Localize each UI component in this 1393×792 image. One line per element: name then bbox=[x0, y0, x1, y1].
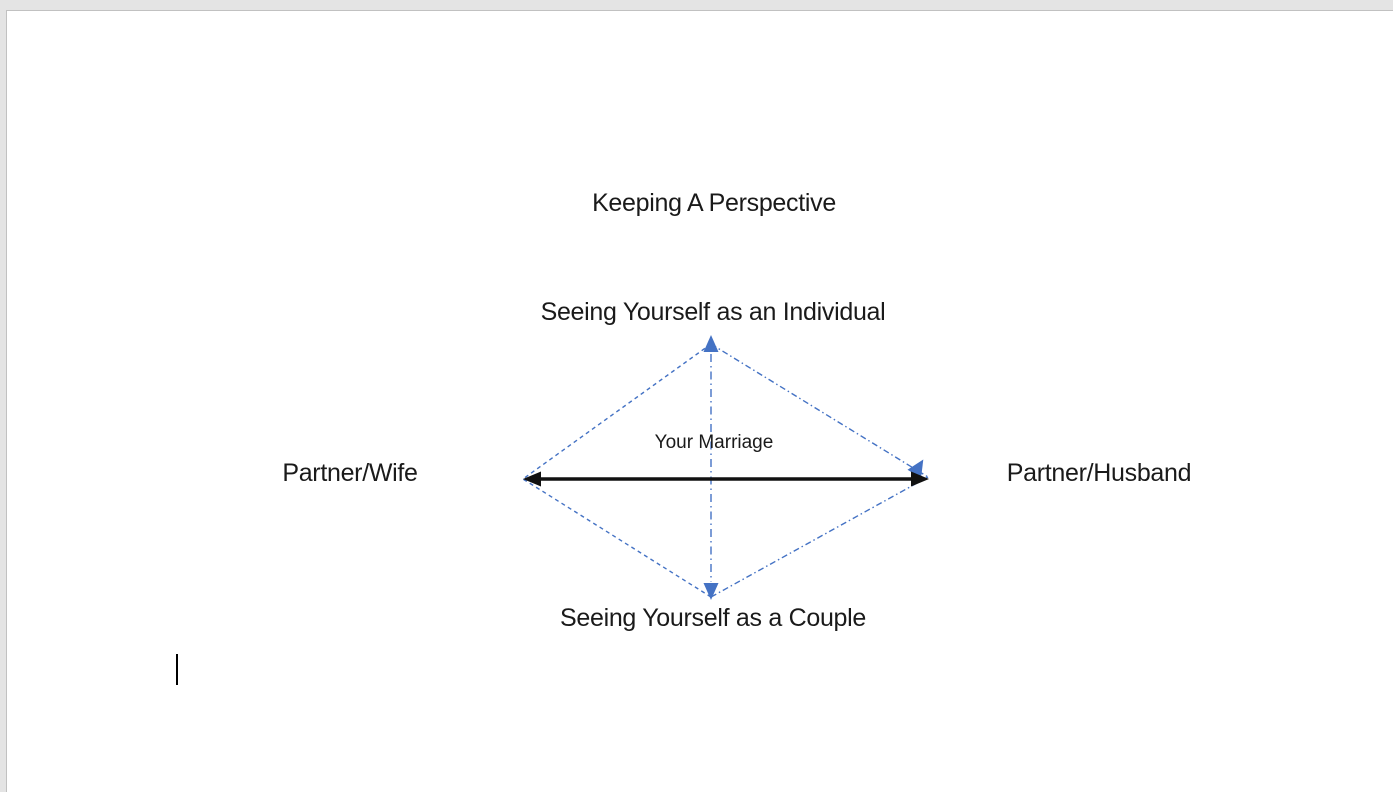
partner-wife-label: Partner/Wife bbox=[282, 459, 418, 487]
down-arrowhead-icon bbox=[703, 583, 719, 600]
couple-label: Seeing Yourself as a Couple bbox=[559, 604, 867, 632]
your-marriage-label: Your Marriage bbox=[654, 432, 774, 453]
document-page[interactable]: Keeping A Perspective Seeing Yourself as… bbox=[6, 10, 1393, 792]
diamond-edge-bottom-right-line bbox=[710, 476, 929, 598]
diamond-edge-top-left-line bbox=[522, 343, 712, 480]
left-arrowhead-icon bbox=[523, 471, 541, 487]
diamond-edge-top-right-line bbox=[710, 343, 929, 478]
text-insertion-cursor bbox=[176, 654, 178, 685]
perspective-diagram[interactable] bbox=[7, 11, 1393, 792]
individual-label: Seeing Yourself as an Individual bbox=[540, 298, 886, 326]
diagram-title: Keeping A Perspective bbox=[592, 189, 836, 217]
partner-husband-label: Partner/Husband bbox=[1006, 459, 1192, 487]
right-vertex-arrowhead-icon bbox=[907, 459, 924, 479]
diamond-edge-bottom-left-line bbox=[522, 478, 712, 598]
right-arrowhead-icon bbox=[911, 471, 929, 487]
up-arrowhead-icon bbox=[703, 335, 719, 352]
